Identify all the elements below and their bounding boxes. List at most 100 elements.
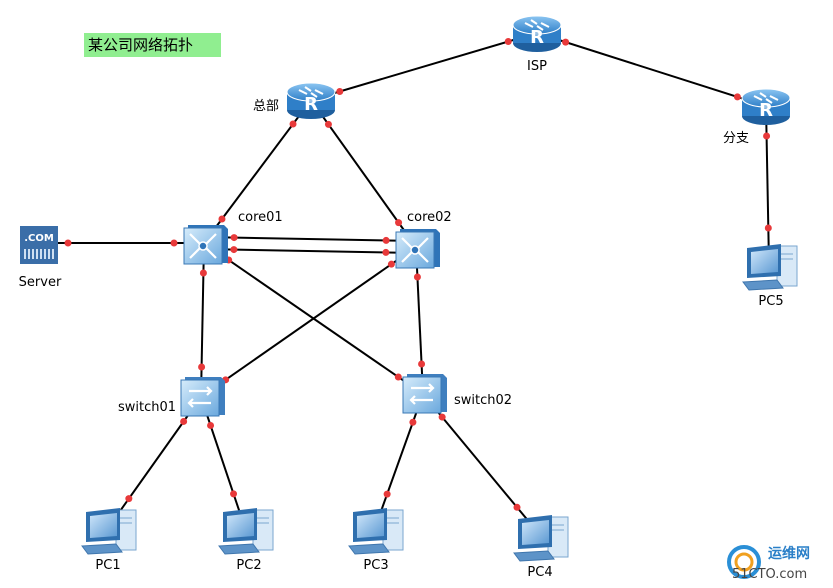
link-hq-core01[interactable] — [203, 99, 312, 244]
server-icon: .COM — [20, 226, 58, 264]
node-branch[interactable]: R — [741, 88, 791, 125]
port-dot — [504, 38, 512, 46]
link-switch01-pc2[interactable] — [200, 396, 246, 529]
link-switch01-pc1[interactable] — [107, 396, 202, 529]
links-layer — [40, 32, 772, 536]
link-branch-pc5[interactable] — [763, 105, 772, 265]
link-core01-core02[interactable] — [203, 246, 416, 256]
pc-icon — [81, 508, 137, 555]
node-hq[interactable]: R — [286, 82, 336, 119]
port-dot — [413, 273, 421, 281]
port-dot — [395, 219, 403, 227]
link-switch02-pc4[interactable] — [422, 393, 541, 536]
svg-text:.COM: .COM — [24, 233, 54, 244]
watermark-line2: 51CTO.com — [732, 567, 807, 582]
link-line — [204, 236, 417, 243]
link-hq-core02[interactable] — [310, 99, 417, 248]
node-switch02[interactable] — [402, 374, 447, 414]
switch-icon — [180, 377, 225, 417]
port-dot — [180, 417, 188, 425]
switch-icon — [402, 374, 447, 414]
link-line — [536, 32, 767, 107]
node-label-isp: ISP — [527, 59, 547, 74]
port-dot — [324, 120, 332, 128]
router-icon: R — [286, 82, 336, 119]
node-label-server: Server — [19, 275, 62, 290]
node-label-pc5: PC5 — [758, 294, 783, 309]
port-dot — [387, 260, 395, 268]
port-dot — [394, 373, 402, 381]
link-line — [310, 32, 538, 101]
port-dot — [382, 236, 390, 244]
node-label-hq: 总部 — [253, 99, 279, 114]
link-line — [200, 242, 205, 398]
node-label-switch02: switch02 — [454, 393, 512, 408]
port-dot — [562, 38, 570, 46]
link-core01-switch01[interactable] — [198, 242, 207, 398]
port-dot — [763, 132, 771, 140]
svg-text:R: R — [759, 100, 773, 121]
nodes-layer: R R R .COM — [20, 15, 798, 562]
watermark: 运维网 51CTO.com — [727, 545, 810, 582]
link-line — [765, 105, 770, 265]
link-hq-isp[interactable] — [310, 32, 538, 101]
pc-icon — [348, 508, 404, 555]
port-dot — [418, 360, 426, 368]
pc-icon — [218, 508, 274, 555]
link-isp-branch[interactable] — [536, 32, 767, 107]
port-dot — [170, 239, 178, 247]
node-pc5[interactable] — [742, 244, 798, 291]
node-pc2[interactable] — [218, 508, 274, 555]
node-label-pc3: PC3 — [363, 558, 388, 573]
node-label-core01: core01 — [238, 210, 283, 225]
port-dot — [199, 269, 207, 277]
port-dot — [230, 246, 238, 254]
port-dot — [289, 120, 297, 128]
port-dot — [383, 490, 391, 498]
link-server-core01[interactable] — [40, 239, 204, 247]
node-pc3[interactable] — [348, 508, 404, 555]
port-dot — [207, 421, 215, 429]
link-core01-core02[interactable] — [204, 234, 417, 244]
link-core02-switch02[interactable] — [413, 246, 426, 395]
link-line — [200, 396, 246, 529]
port-dot — [218, 215, 226, 223]
l3-switch-icon — [395, 229, 440, 269]
node-pc4[interactable] — [513, 515, 569, 562]
node-isp[interactable]: R — [512, 15, 562, 52]
link-line — [203, 247, 416, 254]
node-label-core02: core02 — [407, 210, 452, 225]
node-pc1[interactable] — [81, 508, 137, 555]
node-label-pc4: PC4 — [527, 565, 552, 580]
port-dot — [198, 363, 206, 371]
watermark-line1: 运维网 — [768, 545, 810, 562]
port-dot — [64, 239, 72, 247]
port-dot — [382, 248, 390, 256]
node-label-branch: 分支 — [723, 131, 749, 146]
port-dot — [230, 234, 238, 242]
port-dot — [438, 413, 446, 421]
link-core02-switch01[interactable] — [200, 246, 417, 398]
node-core02[interactable] — [395, 229, 440, 269]
link-switch02-pc3[interactable] — [374, 393, 424, 529]
l3-switch-icon — [183, 225, 228, 265]
node-label-switch01: switch01 — [118, 400, 176, 415]
link-line — [200, 246, 417, 398]
port-dot — [125, 495, 133, 503]
node-switch01[interactable] — [180, 377, 225, 417]
router-icon: R — [512, 15, 562, 52]
port-dot — [513, 503, 521, 511]
port-dot — [764, 224, 772, 232]
node-label-pc2: PC2 — [236, 558, 261, 573]
node-server[interactable]: .COM — [20, 226, 62, 268]
svg-text:R: R — [304, 94, 318, 115]
node-core01[interactable] — [183, 225, 228, 265]
link-line — [374, 393, 424, 529]
port-dot — [733, 93, 741, 101]
diagram-title: 某公司网络拓扑 — [84, 33, 221, 57]
node-label-pc1: PC1 — [95, 558, 120, 573]
router-icon: R — [741, 88, 791, 125]
pc-icon — [742, 244, 798, 291]
